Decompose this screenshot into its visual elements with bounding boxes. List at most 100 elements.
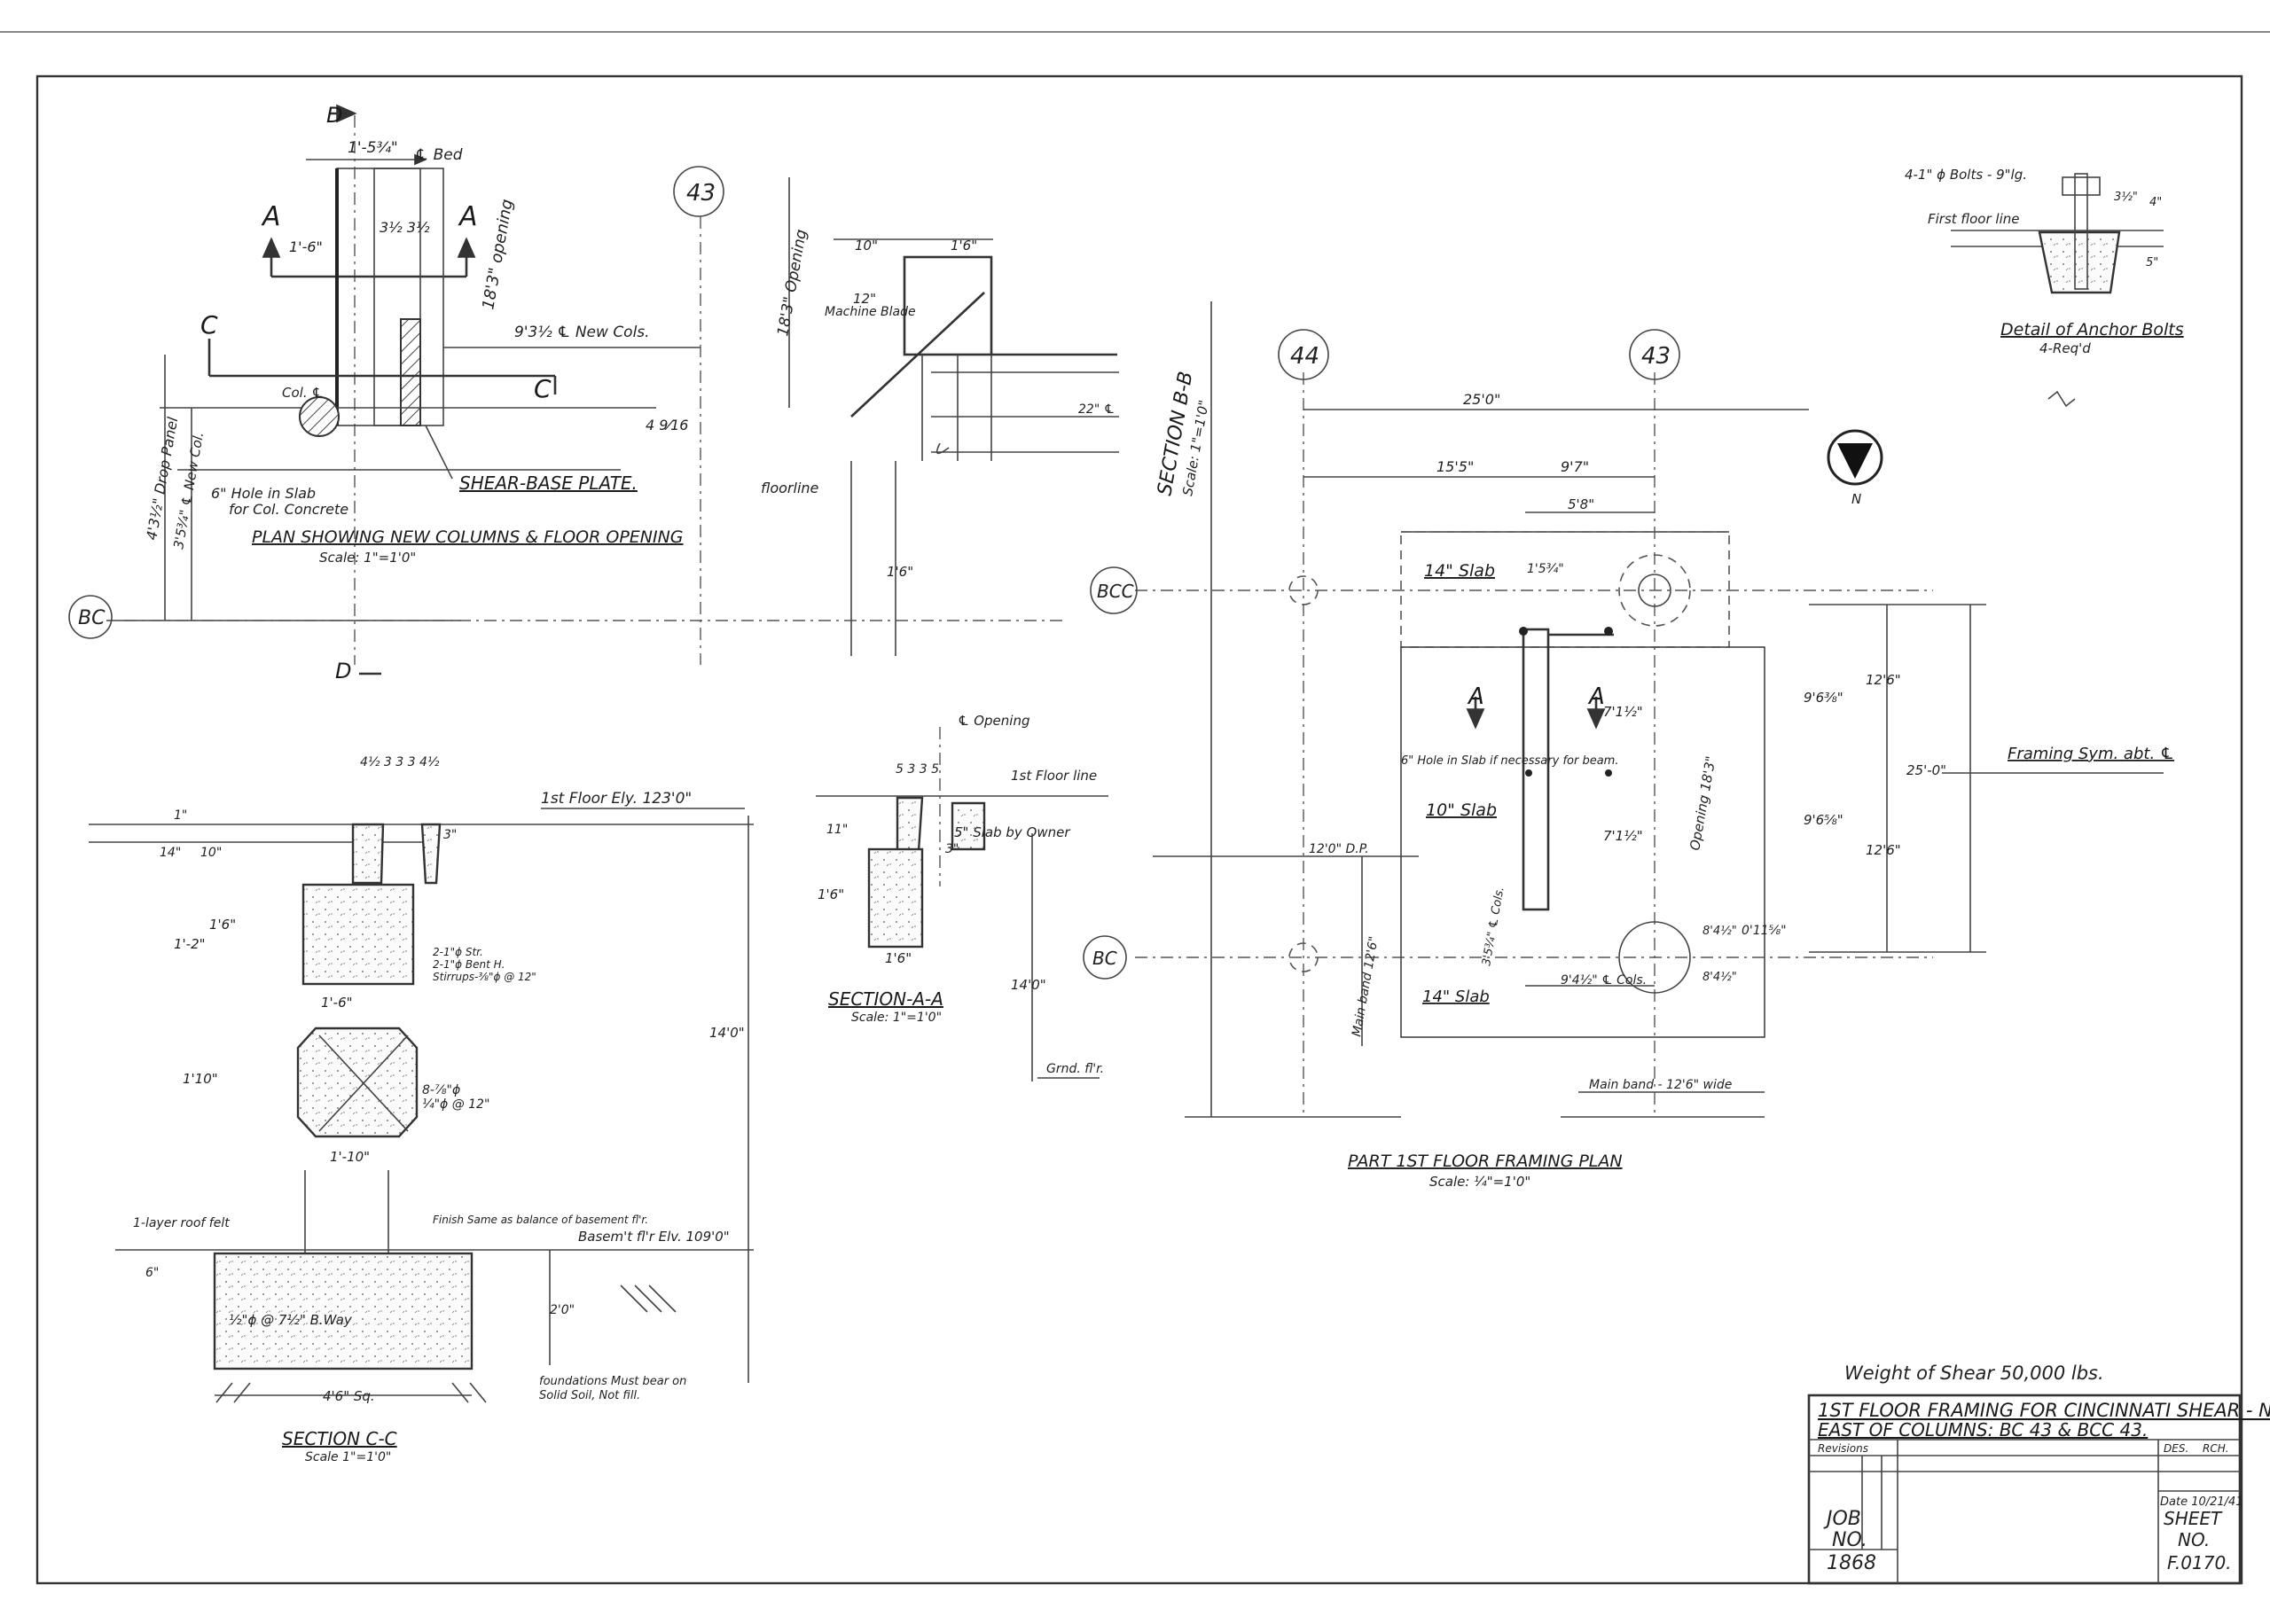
machine-blade-label: Machine Blade xyxy=(825,305,916,319)
opening-note: 18'3" opening xyxy=(479,198,517,311)
dim-4-9-16: 4 9⁄16 xyxy=(646,417,688,433)
revisions-label: Revisions xyxy=(1818,1442,1868,1455)
section-cc-dim-14: 14" xyxy=(160,846,181,860)
section-bb: 18'3" Opening 10" 1'6" 12" Machine Blade… xyxy=(761,177,1212,656)
des-label: DES. xyxy=(2164,1442,2188,1455)
anchor-bolts-subtitle: 4-Req'd xyxy=(2039,340,2091,356)
dim-1-5-3-4: 1'-5¾" xyxy=(348,139,398,157)
hole-note-2: for Col. Concrete xyxy=(229,501,348,518)
section-cc-dim-2-0: 2'0" xyxy=(550,1303,575,1317)
dim-1-5-3-4-plan: 1'5¾" xyxy=(1527,562,1564,576)
weight-of-shear: Weight of Shear 50,000 lbs. xyxy=(1844,1362,2104,1384)
section-cc-dim-1: 1" xyxy=(174,808,187,823)
anchor-dim-5: 5" xyxy=(2146,256,2158,269)
paper-felt: 1-layer roof felt xyxy=(133,1216,230,1230)
section-a-label-left: A xyxy=(261,201,281,232)
section-cc: 4½ 3 3 3 4½ 1" 14" 10" 3" 1st Floor Ely.… xyxy=(89,755,754,1464)
anchor-dim-3-1-2: 3½" xyxy=(2114,191,2138,204)
dim-1-6: 1'-6" xyxy=(289,238,323,255)
floor-plan-title: PART 1ST FLOOR FRAMING PLAN xyxy=(1348,1152,1623,1171)
section-aa-dims-top: 5 3 3 5 xyxy=(896,762,939,777)
footing-note-1: foundations Must bear on xyxy=(539,1375,686,1388)
hole-note-1: 6" Hole in Slab xyxy=(211,485,316,502)
dp-dim: 12'0" D.P. xyxy=(1309,842,1369,856)
anchor-bolts-title: Detail of Anchor Bolts xyxy=(2000,320,2184,340)
hole-note-plan: 6" Hole in Slab if necessary for beam. xyxy=(1401,754,1618,768)
job-no-label: NO. xyxy=(1832,1529,1867,1551)
dim-9-6-3-8: 9'6⅜" xyxy=(1804,690,1843,706)
sheet-label: SHEET xyxy=(2164,1508,2223,1529)
framing-sym-label: Framing Sym. abt. ℄ xyxy=(2008,745,2174,763)
dim-9-6-5-8: 9'6⅝" xyxy=(1804,812,1843,828)
dim-25-0-right: 25'-0" xyxy=(1906,762,1946,778)
section-aa: ℄ Opening 5 3 3 5 1st Floor line 11" 5" … xyxy=(816,713,1108,1081)
section-a-label-right: A xyxy=(458,201,478,232)
north-arrow: N xyxy=(1827,429,1883,507)
col-cl-label: Col. ℄ xyxy=(282,385,324,401)
date-label: Date 10/21/41 xyxy=(2160,1495,2243,1509)
section-d-label-bottom: D xyxy=(335,659,351,683)
job-number: 1868 xyxy=(1827,1552,1876,1574)
footing-note-2: Solid Soil, Not fill. xyxy=(539,1389,640,1402)
plan-section-a-right: A xyxy=(1587,683,1605,710)
grid-bcc: BCC xyxy=(1097,581,1134,602)
section-bb-dim-1-6-b: 1'6" xyxy=(887,564,913,580)
plan-new-columns-title: PLAN SHOWING NEW COLUMNS & FLOOR OPENING xyxy=(252,527,684,547)
slab-14-bottom: 14" Slab xyxy=(1422,988,1490,1006)
col-note-2: ¼"ϕ @ 12" xyxy=(422,1097,489,1112)
section-cc-dim-4-6: 4'6" Sq. xyxy=(323,1388,375,1404)
section-bb-dim-22: 22" ℄ xyxy=(1078,402,1115,417)
plan-section-a-left: A xyxy=(1467,683,1484,710)
section-c-label-left: C xyxy=(200,310,218,340)
drawing-border xyxy=(35,74,2243,1585)
first-floor-label: First floor line xyxy=(1928,211,2019,227)
floor-elev: 1st Floor Ely. 123'0" xyxy=(541,790,692,808)
section-cc-dim-1-6: 1'6" xyxy=(209,917,236,933)
bar-note-2: 2-1"ϕ Bent H. xyxy=(433,958,505,971)
grid-bc-right: BC xyxy=(1092,948,1117,969)
grid-43-left: 43 xyxy=(686,180,716,207)
section-cc-dim-14-0: 14'0" xyxy=(709,1025,745,1041)
floor-plan-scale: Scale: ¼"=1'0" xyxy=(1429,1174,1530,1190)
section-cc-dim-6: 6" xyxy=(145,1266,159,1280)
section-cc-dim-1-10-b: 1'-10" xyxy=(330,1149,370,1165)
section-aa-dim-14-0: 14'0" xyxy=(1011,977,1046,993)
title-line-1: 1ST FLOOR FRAMING FOR CINCINNATI SHEAR -… xyxy=(1818,1400,2270,1421)
basement-elev: Basem't fl'r Elv. 109'0" xyxy=(578,1229,730,1245)
anchor-bolts-detail: 4-1" ϕ Bolts - 9"lg. First floor line 3½… xyxy=(1905,167,2184,408)
section-cc-dim-1-6-b: 1'-6" xyxy=(321,995,353,1011)
section-cc-dim-1-10: 1'10" xyxy=(183,1071,218,1087)
slab-by-owner: 5" Slab by Owner xyxy=(954,824,1070,840)
anchor-dim-4: 4" xyxy=(2149,196,2162,209)
cl-bed: ℄ Bed xyxy=(415,146,463,164)
dim-5-8: 5'8" xyxy=(1568,496,1594,512)
section-aa-floor-line: 1st Floor line xyxy=(1011,768,1097,784)
section-aa-title: SECTION-A-A xyxy=(828,988,943,1010)
floor-framing-plan: 44 43 BCC BC 25'0" 15'5" 9'7" 5'8" 14" S… xyxy=(1083,301,2174,1190)
section-aa-dim-3: 3" xyxy=(945,842,959,856)
section-cc-scale: Scale 1"=1'0" xyxy=(305,1450,391,1464)
section-aa-scale: Scale: 1"=1'0" xyxy=(851,1011,942,1025)
grid-bc-left: BC xyxy=(78,607,106,629)
bar-note-3: Stirrups-⅜"ϕ @ 12" xyxy=(433,971,536,983)
finish-note: Finish Same as balance of basement fl'r. xyxy=(433,1214,648,1226)
dim-9-7: 9'7" xyxy=(1561,458,1589,475)
dim-15-5: 15'5" xyxy=(1436,458,1474,475)
cl-opening: ℄ Opening xyxy=(958,713,1029,729)
dim-9-4: 9'4½" ℄ Cols. xyxy=(1561,973,1647,988)
rch-label: RCH. xyxy=(2203,1442,2229,1455)
dim-25-0: 25'0" xyxy=(1463,391,1500,408)
section-c-label-right: C xyxy=(534,374,552,403)
grid-43-right: 43 xyxy=(1641,343,1671,370)
title-block: Weight of Shear 50,000 lbs. 1ST FLOOR FR… xyxy=(1807,1362,2270,1585)
dim-7-1-2: 7'1½" xyxy=(1603,704,1643,720)
section-cc-dim-10: 10" xyxy=(200,846,222,860)
section-cc-title: SECTION C-C xyxy=(282,1428,397,1449)
section-cc-dims-top: 4½ 3 3 3 4½ xyxy=(360,755,440,769)
plan-new-columns-scale: Scale: 1"=1'0" xyxy=(319,550,416,566)
grnd-line: Grnd. fl'r. xyxy=(1046,1062,1104,1076)
bar-note-1: 2-1"ϕ Str. xyxy=(433,946,483,958)
section-bb-floor-line: floorline xyxy=(761,480,819,496)
